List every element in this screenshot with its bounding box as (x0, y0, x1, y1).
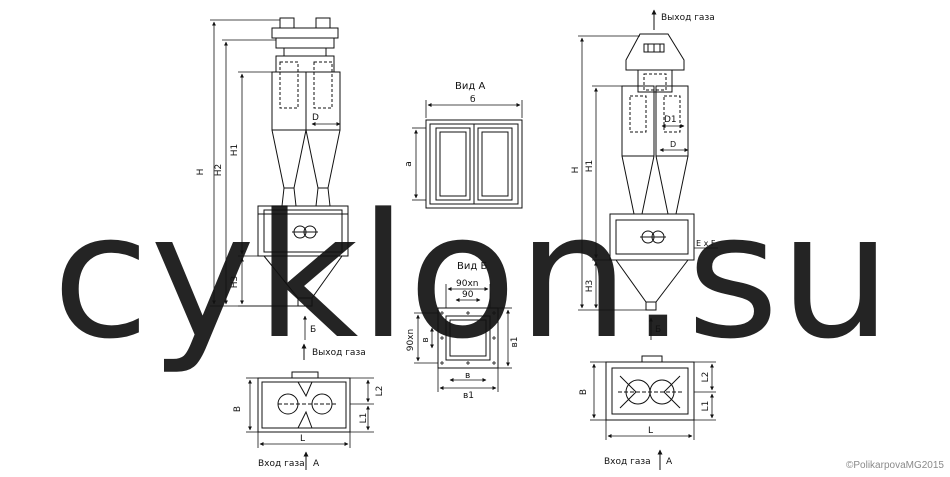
right-dim-d-label: D (670, 140, 676, 149)
right-dim-h1-label: H1 (585, 160, 595, 173)
right-plan-dim-b: B (579, 389, 589, 395)
view-b-title: Вид Б (457, 261, 487, 272)
left-plan-dimensions (246, 377, 374, 448)
view-b-side-dim: 90xn (406, 329, 416, 351)
inlet-gas-label: Вход газа (258, 459, 305, 469)
left-view-labels: H H2 H1 H3 D Б Выход газа (196, 113, 366, 358)
dim-h1-label: H1 (230, 144, 240, 157)
inlet-mark-b: Б (310, 325, 316, 335)
view-b-dim-v-side: в (421, 337, 431, 342)
right-inlet-size-label: E x F (696, 239, 716, 248)
right-plan-dimensions (590, 361, 716, 440)
left-plan-view (257, 371, 351, 433)
right-plan-dim-l2: L2 (701, 372, 711, 383)
left-view-dimensions (210, 19, 341, 340)
view-mark-a: А (313, 459, 320, 469)
view-b-drawing (437, 307, 499, 369)
view-b-labels: Вид Б 90xn 90 90xn в в1 в в1 (406, 261, 520, 401)
right-elevation-view (609, 33, 695, 311)
right-dim-h-label: H (571, 167, 581, 174)
right-view-mark-a: А (666, 457, 673, 467)
view-b-dim-v-bottom: в (465, 371, 470, 381)
view-a-drawing (425, 119, 523, 209)
right-dim-h3-label: H3 (585, 280, 595, 293)
view-a-labels: Вид А б а (404, 81, 485, 167)
view-b-dim-v1-side: в1 (510, 336, 520, 347)
dim-b-label: B (233, 406, 243, 412)
right-inlet-gas-label: Вход газа (604, 457, 651, 467)
right-outlet-gas-label: Выход газа (661, 13, 715, 23)
right-plan-dim-l: L (648, 426, 653, 436)
right-plan-view (605, 355, 695, 421)
right-view-dimensions (578, 35, 718, 340)
view-b-top-dim: 90xn (456, 279, 478, 289)
dim-d-label: D (312, 113, 319, 123)
view-b-dim-v1-bottom: в1 (463, 391, 474, 401)
right-plan-labels: B L2 L1 L Вход газа А (579, 372, 711, 467)
watermark-text: cyklon.su (52, 176, 892, 377)
view-a-title: Вид А (455, 81, 485, 92)
right-inlet-mark-b: Б (655, 325, 661, 335)
dim-l2-label: L2 (375, 386, 385, 397)
dim-b-small-label: б (470, 95, 476, 105)
right-plan-dim-l1: L1 (701, 401, 711, 412)
dim-l1-label: L1 (359, 413, 369, 424)
view-b-dimensions (414, 284, 512, 392)
right-dim-d1-label: D1 (664, 115, 677, 125)
dim-h3-label: H3 (230, 276, 240, 289)
outlet-gas-label: Выход газа (312, 348, 366, 358)
dim-h-label: H (196, 169, 206, 176)
view-b-inner-dim: 90 (462, 290, 474, 300)
right-view-labels: Выход газа H H1 H3 D1 D E x F Б (571, 13, 716, 335)
dim-h2-label: H2 (214, 164, 224, 177)
copyright-text: ©PolikarpovaMG2015 (846, 460, 944, 471)
dim-a-label: а (404, 161, 414, 167)
left-plan-labels: B L2 L1 L Вход газа А (233, 386, 385, 469)
view-a-dimensions (412, 100, 523, 201)
dim-l-label: L (300, 434, 305, 444)
left-elevation-view (257, 17, 349, 307)
